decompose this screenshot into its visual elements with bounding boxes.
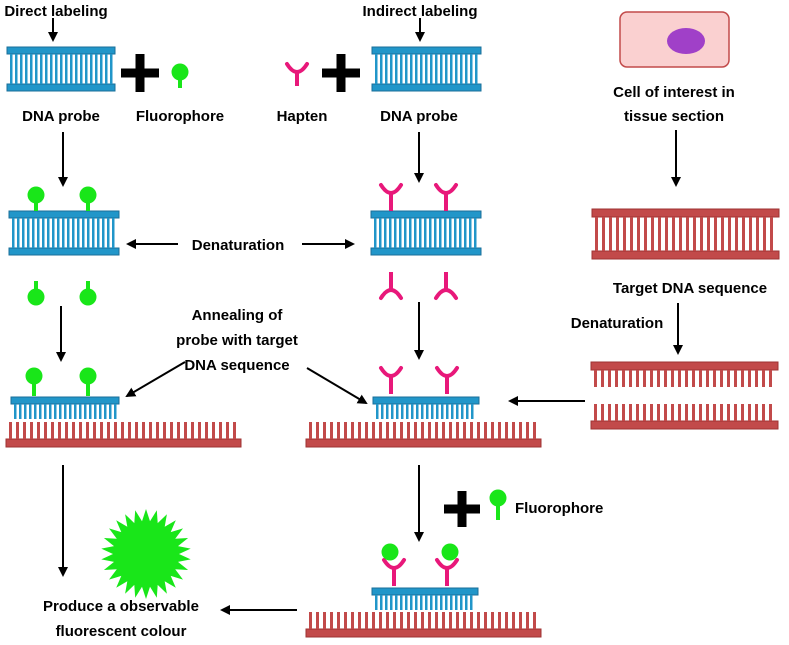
fluorophore-free-bottom (489, 489, 507, 520)
target-strand-direct (5, 422, 242, 448)
arrow-anneal-right (306, 367, 368, 405)
fluor-hyb-2 (79, 367, 97, 396)
probe-strand-final (371, 587, 479, 610)
dna-layer (5, 46, 780, 638)
fluor-top-1 (27, 186, 45, 211)
hapten-bottom-2 (434, 272, 458, 300)
fluorophore-bottom-label: Fluorophore (515, 500, 603, 517)
hapten-final-1 (382, 558, 406, 586)
plus-direct (121, 54, 159, 92)
annealing-label-line1: Annealing of (192, 307, 284, 324)
probe-strand-indirect (372, 396, 480, 419)
fluorescence-burst-icon (101, 509, 191, 599)
target-strand-indirect (305, 422, 542, 448)
produce-label-line1: Produce a observable (43, 598, 199, 615)
arrow-anneal-left (125, 361, 186, 398)
plus-signs (121, 54, 480, 527)
dna-probe-indirect (371, 46, 482, 92)
hapten-bottom-1 (379, 272, 403, 300)
indirect-labeling-label: Indirect labeling (362, 3, 477, 20)
hapten-hyb-1 (379, 366, 403, 394)
hapten-free (285, 62, 309, 86)
cell-nucleus (667, 28, 705, 54)
fluor-final-2 (441, 543, 459, 561)
fluor-hyb-1 (25, 367, 43, 396)
denaturation-right-label: Denaturation (571, 315, 664, 332)
dna-probe-direct (6, 46, 116, 92)
fluorophore-top-label: Fluorophore (136, 108, 224, 125)
dna-probe-mid-label: DNA probe (380, 108, 458, 125)
fluor-bottom-2 (79, 281, 97, 306)
fluorescence-burst (101, 509, 191, 599)
target-strand-lower (590, 404, 779, 430)
direct-labeling-label: Direct labeling (4, 3, 107, 20)
plus-indirect (322, 54, 360, 92)
target-dna-sequence-label: Target DNA sequence (613, 280, 767, 297)
hapten-hyb-2 (435, 366, 459, 394)
dna-probe-left-label: DNA probe (22, 108, 100, 125)
fluor-final-1 (381, 543, 399, 561)
cell-label-line1: Cell of interest in (613, 84, 735, 101)
hapten-top-1 (379, 183, 403, 211)
labeled-probe-direct (8, 210, 120, 256)
arrow-layer (48, 18, 683, 615)
fluorophore-free (171, 63, 189, 88)
probe-strand-direct (10, 396, 120, 419)
target-strand-final (305, 612, 542, 638)
hapten-top-2 (434, 183, 458, 211)
produce-label-line2: fluorescent colour (56, 623, 187, 640)
hapten-final-2 (435, 558, 459, 586)
target-dna-double (591, 208, 780, 260)
plus-fluorophore (444, 491, 480, 527)
fluor-top-2 (79, 186, 97, 211)
labeled-probe-indirect (370, 210, 482, 256)
denaturation-center-label: Denaturation (192, 237, 285, 254)
cell-label-line2: tissue section (624, 108, 724, 125)
fluor-bottom-1 (27, 281, 45, 306)
cell-of-interest (619, 11, 730, 68)
target-strand-upper (590, 361, 779, 387)
annealing-label-line2: probe with target (176, 332, 298, 349)
hapten-label: Hapten (277, 108, 328, 125)
annealing-label-line3: DNA sequence (184, 357, 289, 374)
